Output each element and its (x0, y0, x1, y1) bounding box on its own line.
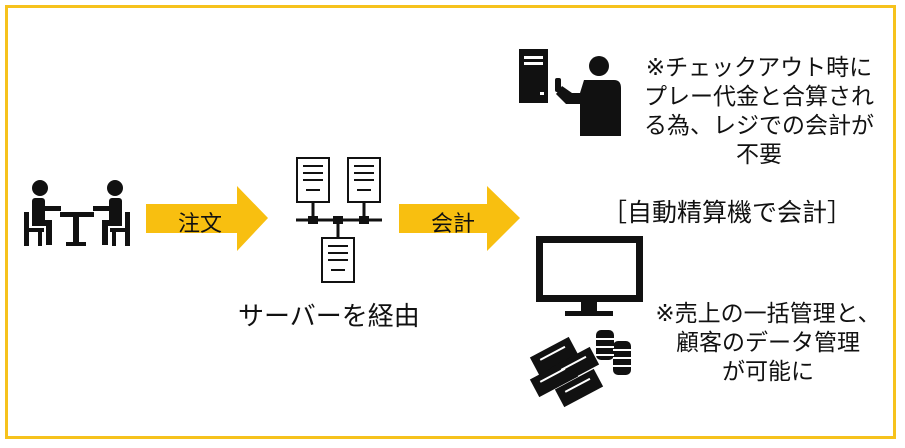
management-note-line: が可能に (722, 359, 814, 385)
payment-arrow-label: 会計 (431, 212, 476, 237)
auto-payment-label: ［自動精算機で会計］ (602, 198, 853, 227)
order-arrow-shape (146, 186, 268, 251)
checkout-note-line: ※チェックアウト時に (645, 55, 873, 81)
money-stacks-icon (529, 330, 631, 408)
payment-arrow-shape (399, 186, 520, 251)
checkout-note-line: る為、レジでの会計が (644, 113, 874, 139)
management-note-line: 顧客のデータ管理 (676, 330, 860, 356)
order-arrow-label: 注文 (178, 212, 223, 237)
checkout-note-line: 不要 (736, 142, 782, 168)
checkout-note-line: プレー代金と合算され (644, 84, 874, 110)
network-nodes (308, 216, 369, 224)
management-note-line: ※売上の一括管理と、 (655, 301, 881, 327)
checkout-note: ※チェックアウト時に プレー代金と合算され る為、レジでの会計が 不要 (628, 54, 890, 170)
diners-at-table-icon (24, 180, 130, 246)
management-note: ※売上の一括管理と、 顧客のデータ管理 が可能に (648, 300, 888, 387)
diagram-frame (5, 5, 896, 439)
cashier-register-icon (519, 49, 621, 136)
monitor-icon (536, 236, 643, 316)
server-caption: サーバーを経由 (238, 302, 420, 332)
